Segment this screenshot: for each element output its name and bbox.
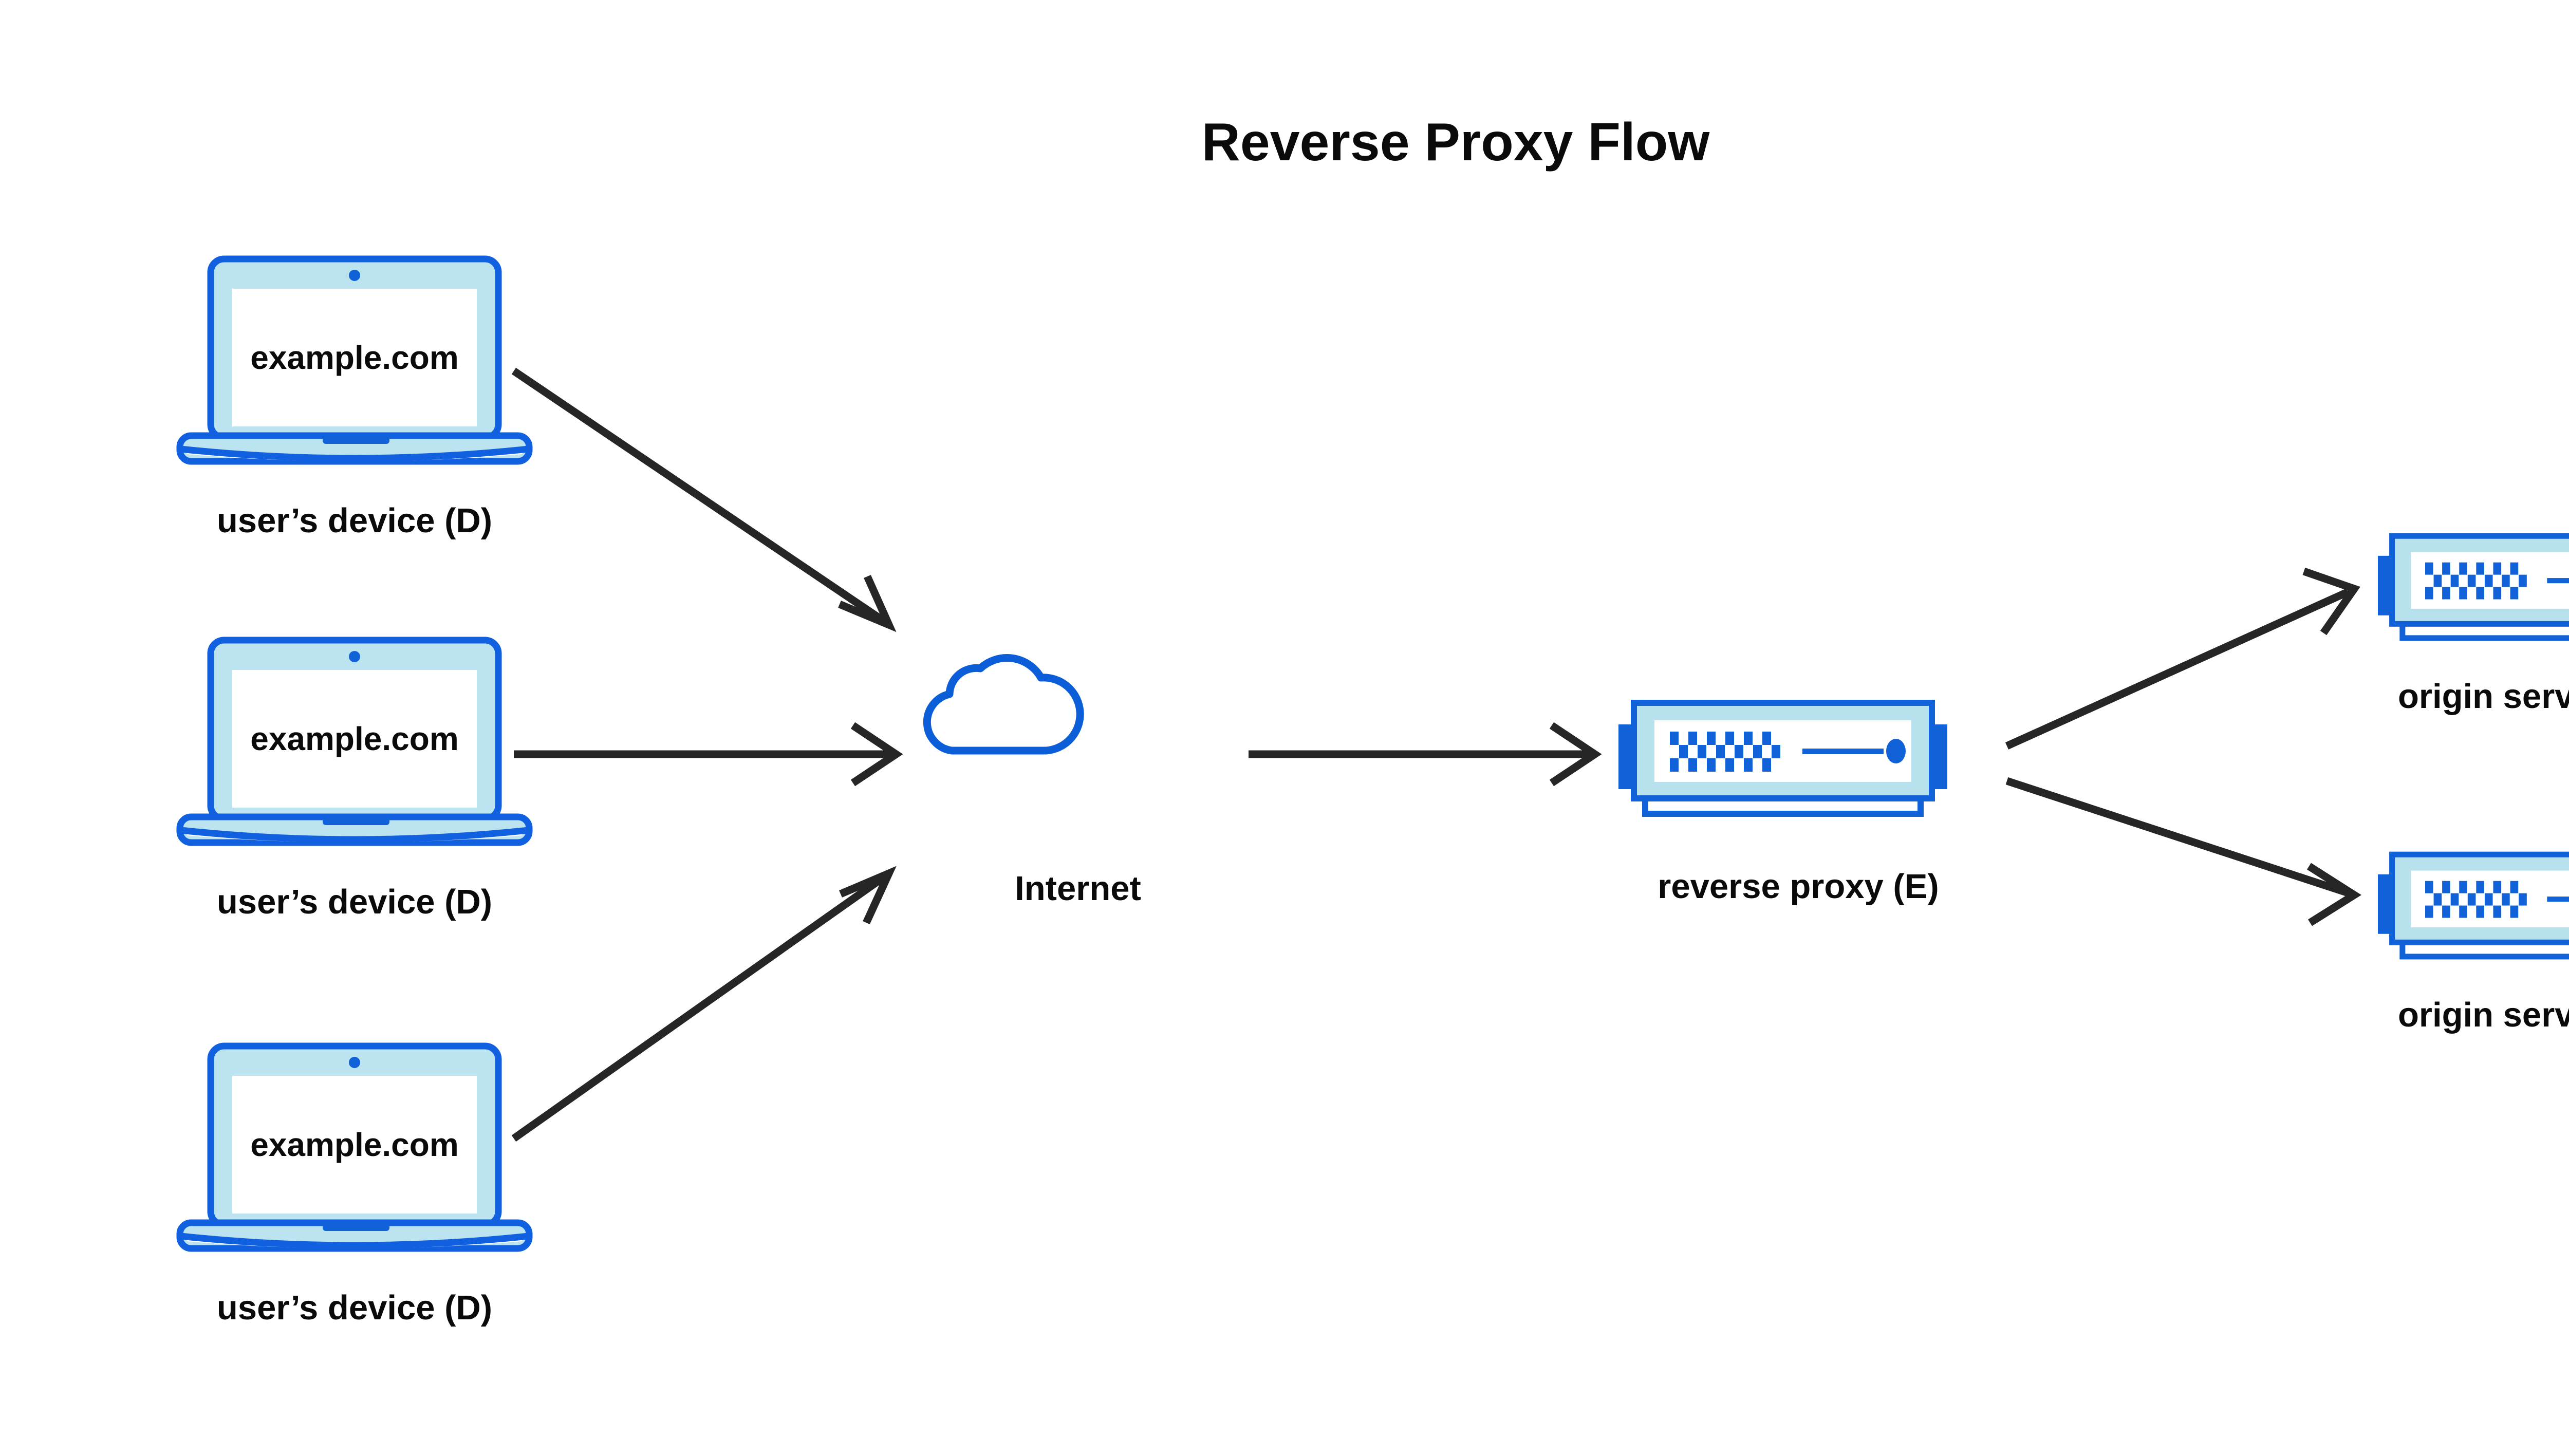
server-icon	[2378, 854, 2569, 957]
device-screen-text: example.com	[250, 339, 459, 376]
page-title: Reverse Proxy Flow	[1202, 113, 1710, 172]
edge-device2-internet	[514, 722, 903, 787]
origin-server-label: origin server (F)	[2398, 677, 2569, 716]
edge-device3-internet	[511, 866, 897, 1142]
device-label: user’s device (D)	[217, 501, 492, 540]
node-origin-1[interactable]: origin server (F)	[2378, 536, 2569, 716]
edge-proxy-origin1	[2005, 567, 2360, 750]
node-reverse-proxy[interactable]: reverse proxy (E)	[1618, 703, 1947, 906]
node-origin-2[interactable]: origin server (F)	[2378, 854, 2569, 1034]
internet-label: Internet	[1015, 869, 1141, 908]
node-device-1[interactable]: example.com user’s device (D)	[180, 259, 529, 540]
device-label: user’s device (D)	[217, 883, 492, 921]
server-icon	[1618, 703, 1947, 814]
device-screen-text: example.com	[250, 720, 459, 757]
edge-device1-internet	[511, 367, 897, 632]
node-internet[interactable]: Internet	[927, 658, 1141, 908]
origin-server-label: origin server (F)	[2398, 996, 2569, 1034]
node-device-2[interactable]: example.com user’s device (D)	[180, 640, 529, 921]
server-icon	[2378, 536, 2569, 638]
device-screen-text: example.com	[250, 1126, 459, 1163]
edge-proxy-origin2	[2005, 777, 2362, 926]
reverse-proxy-label: reverse proxy (E)	[1658, 867, 1939, 906]
edge-internet-proxy	[1249, 722, 1602, 787]
node-device-3[interactable]: example.com user’s device (D)	[180, 1046, 529, 1327]
device-label: user’s device (D)	[217, 1289, 492, 1327]
edge-group	[511, 367, 2362, 1142]
